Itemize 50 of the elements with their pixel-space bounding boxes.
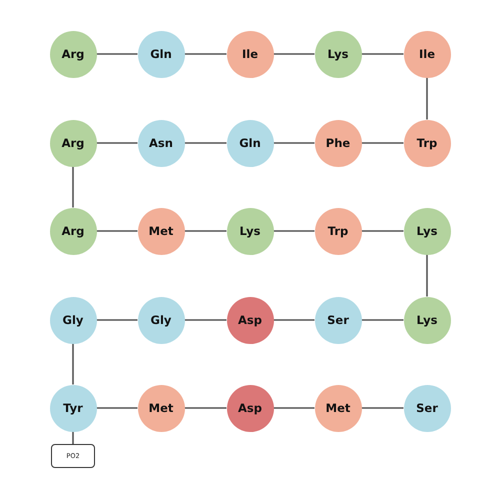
residue-circle: Asp (226, 296, 274, 344)
connector-line (362, 319, 404, 321)
connector-line (96, 53, 138, 55)
connector-line (362, 230, 404, 232)
connector-line (96, 407, 138, 409)
connector-line (362, 142, 404, 144)
connector-line (274, 230, 314, 232)
connector-line (274, 407, 314, 409)
residue-circle: Lys (226, 208, 274, 254)
residue-circle: Phe (314, 120, 362, 166)
residue-circle: Asn (138, 120, 184, 166)
connector-line (184, 53, 226, 55)
residue-circle: Ser (404, 384, 450, 432)
residue-circle: Tyr (50, 384, 96, 432)
connector-line (72, 344, 74, 384)
connector-line (72, 432, 74, 444)
residue-circle: Arg (50, 208, 96, 254)
connector-line (96, 230, 138, 232)
connector-line (184, 319, 226, 321)
connector-line (426, 254, 428, 296)
residue-circle: Lys (404, 208, 450, 254)
connector-line (274, 142, 314, 144)
residue-circle: Trp (404, 120, 450, 166)
residue-circle: Met (138, 384, 184, 432)
residue-circle: Arg (50, 120, 96, 166)
residue-circle: Gln (226, 120, 274, 166)
connector-line (426, 78, 428, 120)
residue-circle: Gly (50, 296, 96, 344)
connector-line (96, 319, 138, 321)
connector-line (72, 166, 74, 208)
residue-circle: Lys (404, 296, 450, 344)
connector-line (362, 407, 404, 409)
connector-line (362, 53, 404, 55)
residue-circle: Ile (404, 30, 450, 78)
connector-line (184, 230, 226, 232)
residue-circle: Met (138, 208, 184, 254)
connector-line (184, 407, 226, 409)
connector-line (184, 142, 226, 144)
residue-circle: Ile (226, 30, 274, 78)
connector-line (96, 142, 138, 144)
residue-circle: Lys (314, 30, 362, 78)
residue-circle: Trp (314, 208, 362, 254)
residue-circle: Arg (50, 30, 96, 78)
residue-circle: Ser (314, 296, 362, 344)
residue-circle: Asp (226, 384, 274, 432)
residue-circle: Gly (138, 296, 184, 344)
connector-line (274, 319, 314, 321)
residue-circle: Met (314, 384, 362, 432)
residue-circle: Gln (138, 30, 184, 78)
connector-line (274, 53, 314, 55)
